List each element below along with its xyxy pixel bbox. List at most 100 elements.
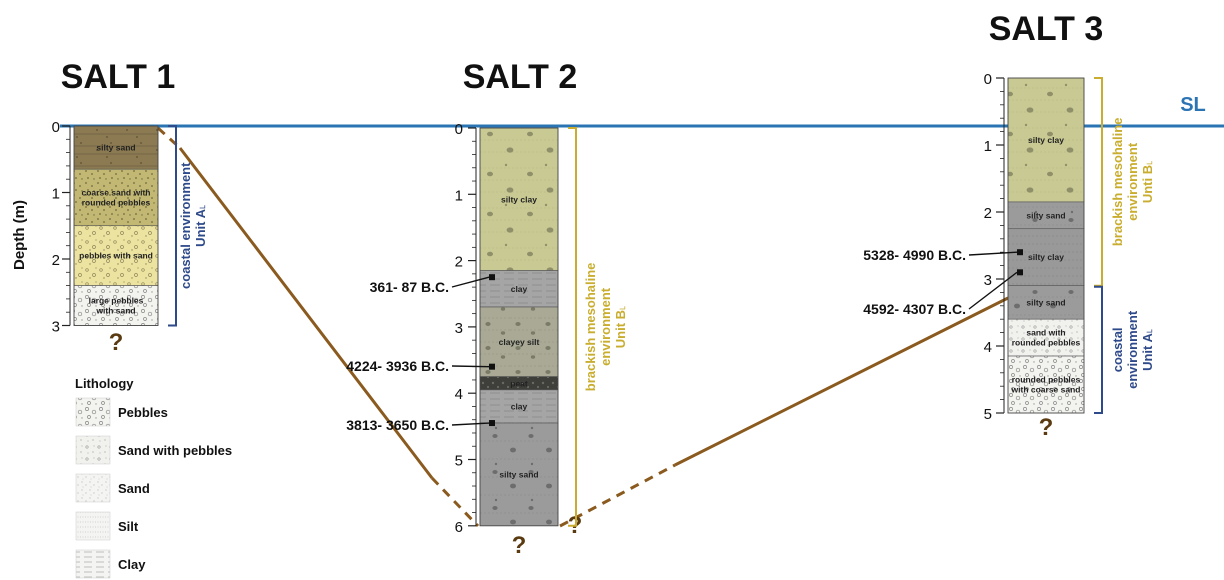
layer-label: rounded pebbles <box>1012 375 1081 385</box>
layer-label: rounded pebbles <box>1012 338 1081 348</box>
date-leader <box>968 251 1018 256</box>
tick-label: 3 <box>455 320 463 337</box>
layer-silty-clay <box>1007 77 1085 203</box>
correlation-dashed <box>430 476 480 528</box>
environment-label: coastal environment <box>178 162 193 289</box>
tick-label: 2 <box>52 252 60 269</box>
layer-label: silty clay <box>1028 135 1064 145</box>
legend-title: Lithology <box>75 376 134 391</box>
layer-label: silty clay <box>501 194 537 204</box>
column-frame <box>73 125 159 326</box>
environment-label: environment <box>598 287 613 366</box>
date-sample-marker <box>1017 249 1023 256</box>
date-leader <box>968 271 1018 310</box>
legend-label: Pebbles <box>118 405 168 420</box>
correlation-solid <box>674 296 1009 467</box>
legend-swatch-silt <box>75 511 111 541</box>
layer-label: with coarse sand <box>1011 385 1081 395</box>
layer-label: large pebbles <box>89 296 144 306</box>
legend-label: Sand with pebbles <box>118 443 232 458</box>
legend-label: Sand <box>118 481 150 496</box>
depth-axis-label: Depth (m) <box>11 200 28 270</box>
column-title: SALT 2 <box>463 58 578 96</box>
column-frame <box>479 127 559 527</box>
tick-label: 0 <box>455 121 463 138</box>
environment-label: coastal <box>1110 327 1125 372</box>
legend-label: Silt <box>118 519 139 534</box>
environment-label: Unit A˪ <box>1140 329 1155 371</box>
tick-label: 0 <box>52 119 60 136</box>
correlation-dashed <box>559 463 676 528</box>
radiocarbon-date: 3813- 3650 B.C. <box>346 417 449 433</box>
layer-pebbles-sand <box>73 225 159 286</box>
tick-label: 1 <box>52 186 60 203</box>
unknown-depth-mark: ? <box>1039 414 1054 441</box>
environment-bracket <box>1094 285 1103 414</box>
legend-swatch-pebbles <box>75 397 111 427</box>
sea-level-label: SL <box>1180 94 1206 116</box>
layer-coarse-sand <box>73 168 159 227</box>
layer-label: silty sand <box>499 469 538 479</box>
date-sample-marker <box>489 274 495 281</box>
tick-label: 3 <box>52 319 60 336</box>
date-sample-marker <box>489 420 495 427</box>
legend-swatch-clay-legend <box>75 549 111 579</box>
column-title: SALT 1 <box>61 58 176 96</box>
radiocarbon-date: 4592- 4307 B.C. <box>863 301 966 317</box>
tick-label: 1 <box>984 138 992 155</box>
legend-label: Clay <box>118 557 146 572</box>
unknown-depth-mark: ? <box>512 532 527 559</box>
tick-label: 3 <box>984 272 992 289</box>
tick-label: 5 <box>455 453 463 470</box>
environment-label: Unit B˪ <box>613 306 628 349</box>
layer-label: clay <box>511 284 528 294</box>
date-leader <box>451 276 490 288</box>
layer-label: silty sand <box>96 143 135 153</box>
radiocarbon-date: 4224- 3936 B.C. <box>346 358 449 374</box>
tick-label: 2 <box>455 254 463 271</box>
environment-label: Unti B˪ <box>1140 161 1155 204</box>
layer-label: peat <box>510 378 528 388</box>
environment-bracket <box>168 125 177 327</box>
date-leader <box>451 422 490 426</box>
layer-silty-sand-grey <box>479 422 559 527</box>
layer-silty-sand-grey <box>1007 285 1085 320</box>
layer-label: coarse sand with <box>82 187 151 197</box>
layer-label: silty clay <box>1028 252 1064 262</box>
layer-label: clay <box>511 401 528 411</box>
layer-label: clayey silt <box>499 337 540 347</box>
tick-label: 0 <box>984 71 992 88</box>
environment-bracket <box>1094 77 1103 287</box>
layer-label: silty sand <box>1026 297 1065 307</box>
radiocarbon-date: 5328- 4990 B.C. <box>863 247 966 263</box>
layer-label: rounded pebbles <box>82 197 151 207</box>
environment-label: environment <box>1125 142 1140 221</box>
legend-swatch-sand <box>75 473 111 503</box>
tick-label: 5 <box>984 406 992 423</box>
column-frame <box>1007 77 1085 414</box>
legend-swatch-sand-pebbles <box>75 435 111 465</box>
date-sample-marker <box>489 363 495 370</box>
layer-label: silty sand <box>1026 210 1065 220</box>
layer-grey-silt <box>1007 228 1085 287</box>
date-leader <box>451 365 490 368</box>
tick-label: 2 <box>984 205 992 222</box>
environment-label: Unit A˪ <box>193 205 208 247</box>
tick-label: 6 <box>455 519 463 536</box>
layer-sand-pebbles <box>1007 318 1085 357</box>
environment-label: brackish mesohaline <box>583 263 598 392</box>
environment-label: brackish mesohaline <box>1110 118 1125 247</box>
tick-label: 4 <box>984 339 992 356</box>
layer-label: with sand <box>95 306 135 316</box>
layer-label: pebbles with sand <box>79 251 153 261</box>
layer-clay <box>479 389 559 424</box>
radiocarbon-date: 361- 87 B.C. <box>370 279 449 295</box>
tick-label: 4 <box>455 386 463 403</box>
environment-label: environment <box>1125 310 1140 389</box>
unknown-depth-mark: ? <box>109 329 124 356</box>
